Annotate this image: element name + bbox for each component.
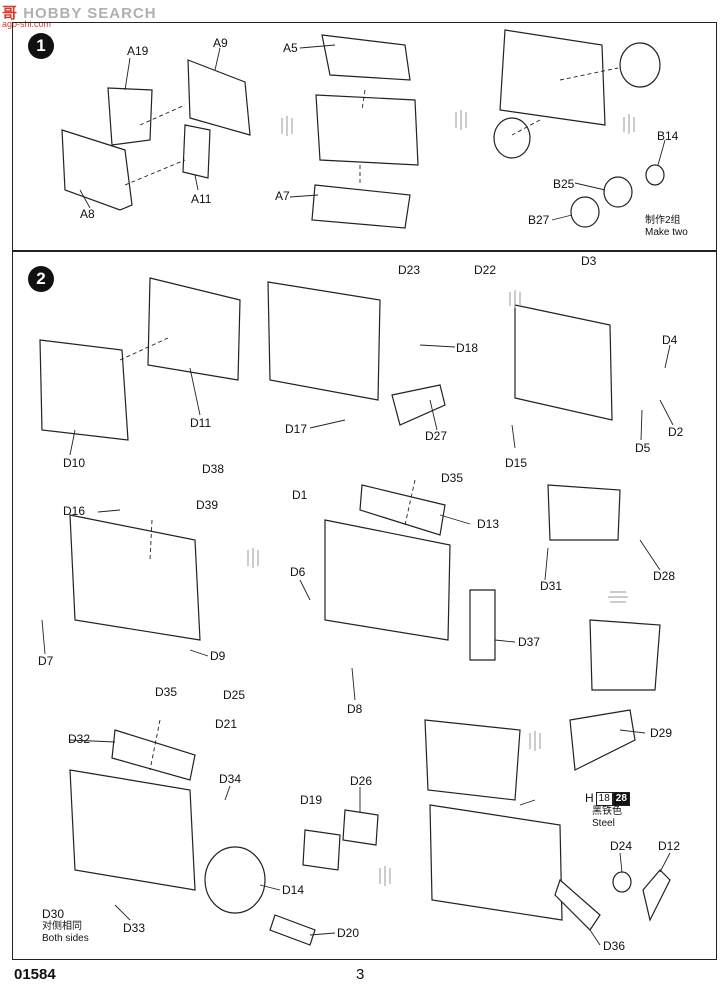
label-d4: D4 — [662, 333, 678, 347]
label-d29: D29 — [650, 726, 673, 740]
label-d28: D28 — [653, 569, 676, 583]
paint-name-cn: 黑铁色 — [592, 806, 622, 817]
label-d30: D30 — [42, 907, 65, 921]
label-d27: D27 — [425, 429, 448, 443]
label-b25: B25 — [553, 177, 575, 191]
label-d26: D26 — [350, 774, 373, 788]
label-d24: D24 — [610, 839, 633, 853]
step-2-number: 2 — [28, 266, 54, 292]
label-d23: D23 — [398, 263, 421, 277]
label-d3: D3 — [581, 254, 597, 268]
label-d19: D19 — [300, 793, 323, 807]
label-d33: D33 — [123, 921, 146, 935]
step-2-frame — [12, 250, 717, 960]
kit-number: 01584 — [14, 966, 56, 983]
label-d34: D34 — [219, 772, 242, 786]
step-1-frame — [12, 22, 717, 252]
both-sides-note-cn: 对侧相同 — [42, 921, 82, 932]
label-d8: D8 — [347, 702, 363, 716]
label-d15: D15 — [505, 456, 528, 470]
paint-code-2: 28 — [612, 792, 630, 806]
label-d39: D39 — [196, 498, 219, 512]
label-d20: D20 — [337, 926, 360, 940]
label-d35-top: D35 — [441, 471, 464, 485]
label-a8: A8 — [80, 207, 95, 221]
make-two-note-en: Make two — [645, 227, 688, 238]
paint-reference: H 18 28 — [583, 792, 630, 806]
watermark-brand: HOBBY SEARCH — [23, 5, 157, 22]
label-b27: B27 — [528, 213, 550, 227]
label-d18: D18 — [456, 341, 479, 355]
label-d13: D13 — [477, 517, 500, 531]
label-d25: D25 — [223, 688, 246, 702]
label-d10: D10 — [63, 456, 86, 470]
label-d2: D2 — [668, 425, 684, 439]
watermark-site: ago-shi.com — [2, 19, 52, 29]
label-d1: D1 — [292, 488, 308, 502]
paint-name-en: Steel — [592, 818, 615, 829]
watermark-brand-cn: 哥 — [2, 5, 19, 22]
label-a7: A7 — [275, 189, 290, 203]
label-d7: D7 — [38, 654, 54, 668]
label-d5: D5 — [635, 441, 651, 455]
label-d36: D36 — [603, 939, 626, 953]
label-a9: A9 — [213, 36, 228, 50]
label-a11: A11 — [191, 192, 212, 206]
label-d37: D37 — [518, 635, 541, 649]
both-sides-note-en: Both sides — [42, 933, 89, 944]
label-d12: D12 — [658, 839, 681, 853]
step-1-number: 1 — [28, 33, 54, 59]
label-d11: D11 — [190, 416, 212, 430]
paint-ref-letter: H — [585, 791, 594, 805]
make-two-note-cn: 制作2组 — [645, 215, 681, 226]
label-a5: A5 — [283, 41, 298, 55]
page-number: 3 — [356, 966, 365, 983]
label-d14: D14 — [282, 883, 305, 897]
paint-code-1: 18 — [595, 792, 613, 806]
label-d9: D9 — [210, 649, 226, 663]
label-d35-bottom: D35 — [155, 685, 178, 699]
label-d31: D31 — [540, 579, 563, 593]
watermark-logo: 哥 HOBBY SEARCH — [2, 2, 157, 23]
label-d16: D16 — [63, 504, 86, 518]
label-d21: D21 — [215, 717, 238, 731]
label-d38: D38 — [202, 462, 225, 476]
label-d17: D17 — [285, 422, 308, 436]
label-a19: A19 — [127, 44, 149, 58]
label-d6: D6 — [290, 565, 306, 579]
label-b14: B14 — [657, 129, 679, 143]
label-d22: D22 — [474, 263, 497, 277]
label-d32: D32 — [68, 732, 91, 746]
